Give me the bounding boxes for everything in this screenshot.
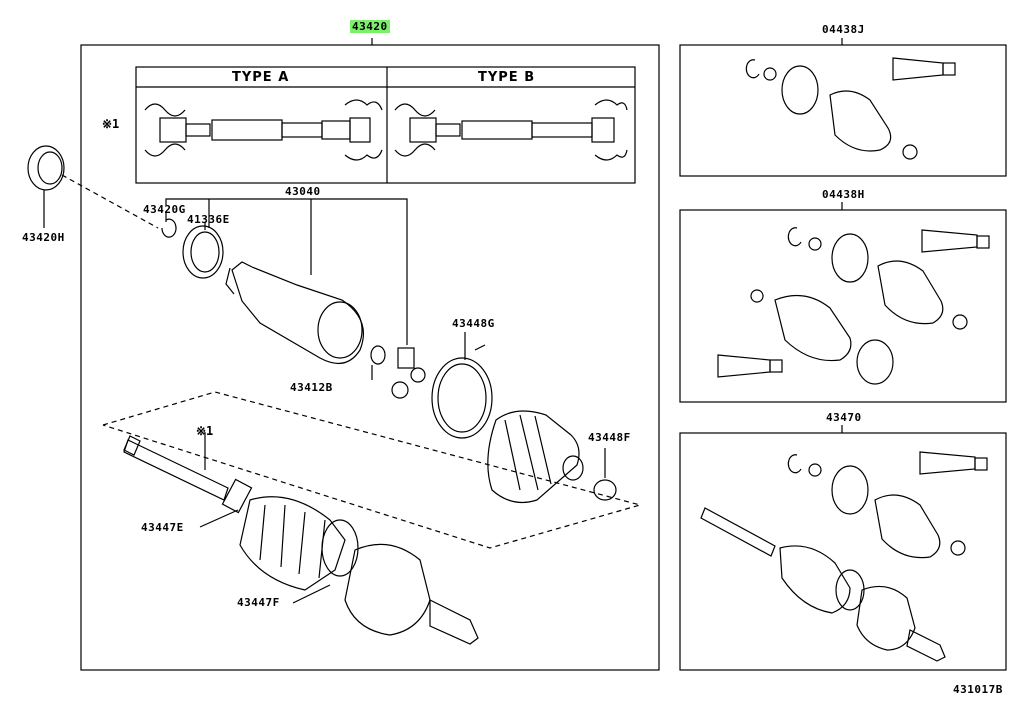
kit-frame-43470 [679,432,1007,671]
kit-frame-04438h [679,209,1007,403]
label-boot-clamp-f: 43447F [237,596,280,609]
label-boot-clamp-large: 43448G [452,317,495,330]
dust-deflector [182,225,224,279]
shaft-region-outline [102,391,643,549]
kit-label-43470: 43470 [826,411,862,424]
oil-seal [27,145,65,228]
type-b-shaft [394,99,628,161]
kit-04438h-parts [717,227,990,385]
drive-shaft [123,435,479,645]
kit-label-04438h: 04438H [822,188,865,201]
type-a-header: TYPE A [232,70,290,85]
label-inboard-joint: 43040 [285,185,321,198]
seal-dashed-leader [61,174,159,229]
shaft-marker: ※1 [196,424,214,438]
type-panel-marker: ※1 [102,117,120,131]
boot-clamp-large [431,332,493,439]
type-b-header: TYPE B [478,70,536,85]
inboard-joint-housing [225,261,364,365]
label-boot-clamp-small: 43448F [588,431,631,444]
kit-04438j-parts [745,57,956,160]
type-a-shaft [144,99,383,161]
assembly-number-highlight: 43420 [350,20,390,33]
inboard-boot [487,410,584,503]
type-panel-frame [135,66,636,184]
snap-ring [161,218,177,238]
label-snap-ring: 43420G [143,203,186,216]
label-seal: 43420H [22,231,65,244]
tripod-joint [391,347,426,399]
assembly-number-label: 43420 [350,20,390,33]
label-snap-ring-2: 43412B [290,381,333,394]
snap-ring-2 [370,345,386,365]
main-assembly-frame [80,44,660,671]
kit-frame-04438j [679,44,1007,177]
label-boot-clamp-e: 43447E [141,521,184,534]
boot-clamp-small [593,448,617,501]
kit-label-04438j: 04438J [822,23,865,36]
kit-43470-parts [700,451,988,662]
joint-bracket [165,198,408,345]
label-dust-deflector: 41336E [187,213,230,226]
figure-id: 431017B [953,683,1003,696]
